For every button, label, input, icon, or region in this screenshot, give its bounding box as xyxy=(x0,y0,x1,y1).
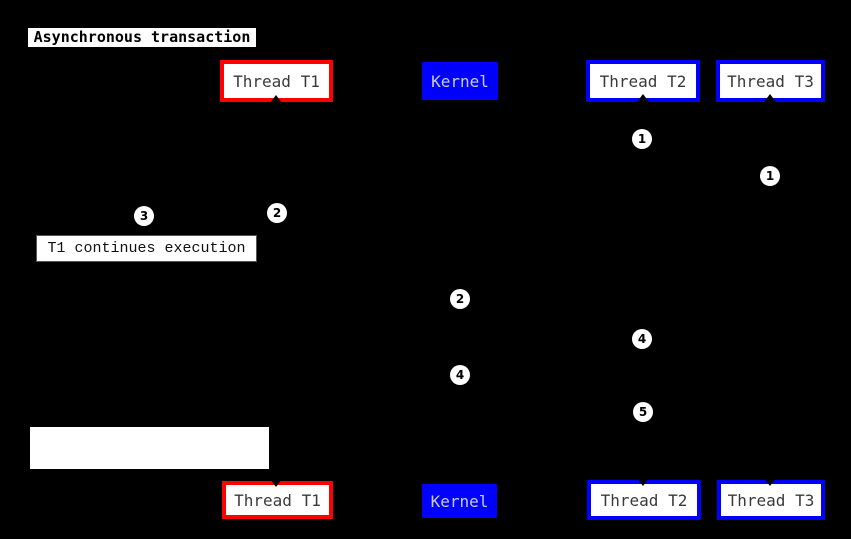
diagram-title: Asynchronous transaction xyxy=(28,28,256,47)
step-marker: 1 xyxy=(760,166,780,186)
step-marker-label: 3 xyxy=(139,209,149,223)
participant-label: Kernel xyxy=(431,71,489,91)
lifeline-thread-t2 xyxy=(643,102,644,480)
participant-label: Thread T3 xyxy=(727,490,815,510)
step-marker-label: 1 xyxy=(765,169,775,183)
blank-label-box xyxy=(30,427,269,469)
step-marker-label: 4 xyxy=(455,368,465,382)
participant-label: Thread T3 xyxy=(727,71,814,91)
participant-label: Thread T2 xyxy=(600,490,688,510)
participant-kernel-bottom: Kernel xyxy=(422,484,497,518)
arrowhead-icon xyxy=(764,94,776,102)
step-marker-label: 2 xyxy=(272,206,282,220)
step-marker-label: 5 xyxy=(638,405,648,419)
note-t1-continues-execution: T1 continues execution xyxy=(36,235,257,262)
step-marker-label: 1 xyxy=(637,132,647,146)
step-marker-label: 4 xyxy=(637,332,647,346)
participant-label: Thread T2 xyxy=(599,71,687,91)
step-marker: 3 xyxy=(134,206,154,226)
arrowhead-icon xyxy=(637,478,649,486)
step-marker: 4 xyxy=(632,329,652,349)
participant-thread-t3-bottom: Thread T3 xyxy=(717,480,825,520)
step-marker-label: 2 xyxy=(455,292,465,306)
step-marker: 4 xyxy=(450,365,470,385)
step-marker: 5 xyxy=(633,402,653,422)
step-marker: 2 xyxy=(267,203,287,223)
arrowhead-icon xyxy=(637,94,649,102)
arrowhead-icon xyxy=(270,479,282,487)
arrowhead-icon xyxy=(764,478,776,486)
participant-label: Thread T1 xyxy=(234,490,321,510)
lifeline-thread-t1 xyxy=(276,102,277,480)
step-marker: 2 xyxy=(450,289,470,309)
arrowhead-icon xyxy=(270,95,282,103)
lifeline-thread-t3 xyxy=(770,102,771,480)
participant-label: Thread T1 xyxy=(233,71,320,91)
participant-thread-t3-top: Thread T3 xyxy=(716,60,825,102)
participant-thread-t2-bottom: Thread T2 xyxy=(587,480,701,520)
participant-label: Kernel xyxy=(430,491,489,511)
participant-kernel-top: Kernel xyxy=(422,62,498,100)
step-marker: 1 xyxy=(632,129,652,149)
